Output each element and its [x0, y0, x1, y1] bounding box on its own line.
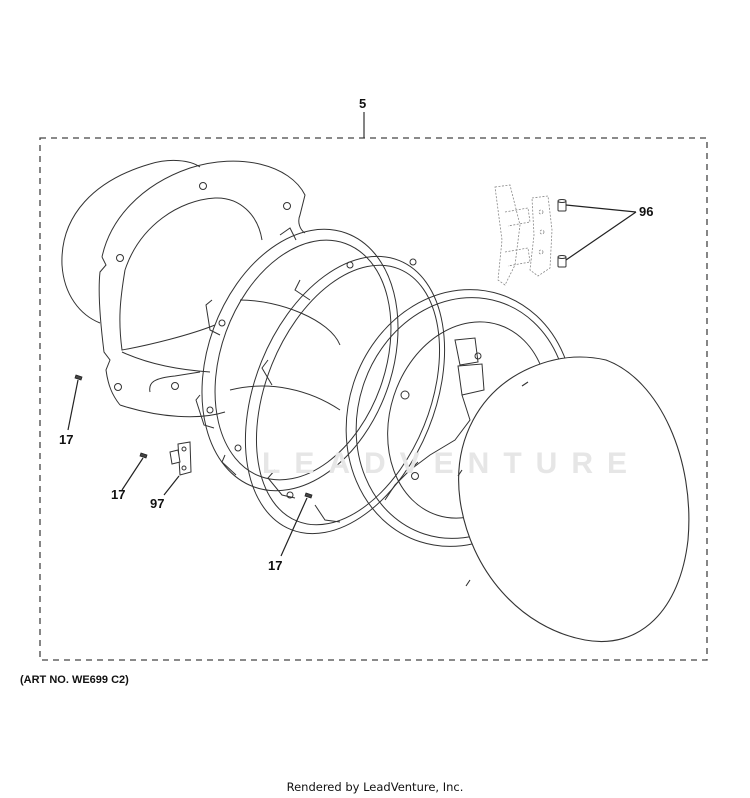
inner-door-shell — [61, 159, 201, 324]
callout-17-middle[interactable]: 17 — [111, 487, 126, 502]
leader-line-17a — [67, 379, 79, 431]
callout-97[interactable]: 97 — [150, 496, 165, 511]
leader-line-97 — [163, 475, 180, 496]
outer-door-cover — [457, 356, 690, 642]
strike-bracket — [169, 441, 192, 476]
leader-line-96b — [565, 211, 637, 261]
leader-line-96a — [565, 204, 637, 213]
door-inner-ring — [244, 255, 446, 535]
screws — [74, 374, 313, 499]
callout-17-left[interactable]: 17 — [59, 432, 74, 447]
leader-line-17c — [280, 497, 308, 557]
inner-door-frame — [98, 160, 306, 418]
leader-line-17b — [121, 457, 144, 491]
hinge-bushings — [557, 199, 567, 268]
callout-96[interactable]: 96 — [639, 204, 654, 219]
callout-assembly-5[interactable]: 5 — [359, 96, 367, 111]
door-clamp-ring — [195, 227, 399, 492]
hinge-assembly-ghost — [494, 184, 553, 286]
assembly-boundary — [39, 137, 708, 661]
art-number: (ART NO. WE699 C2) — [20, 674, 129, 686]
callout-17-right[interactable]: 17 — [268, 558, 283, 573]
footer-credit: Rendered by LeadVenture, Inc. — [286, 780, 464, 794]
